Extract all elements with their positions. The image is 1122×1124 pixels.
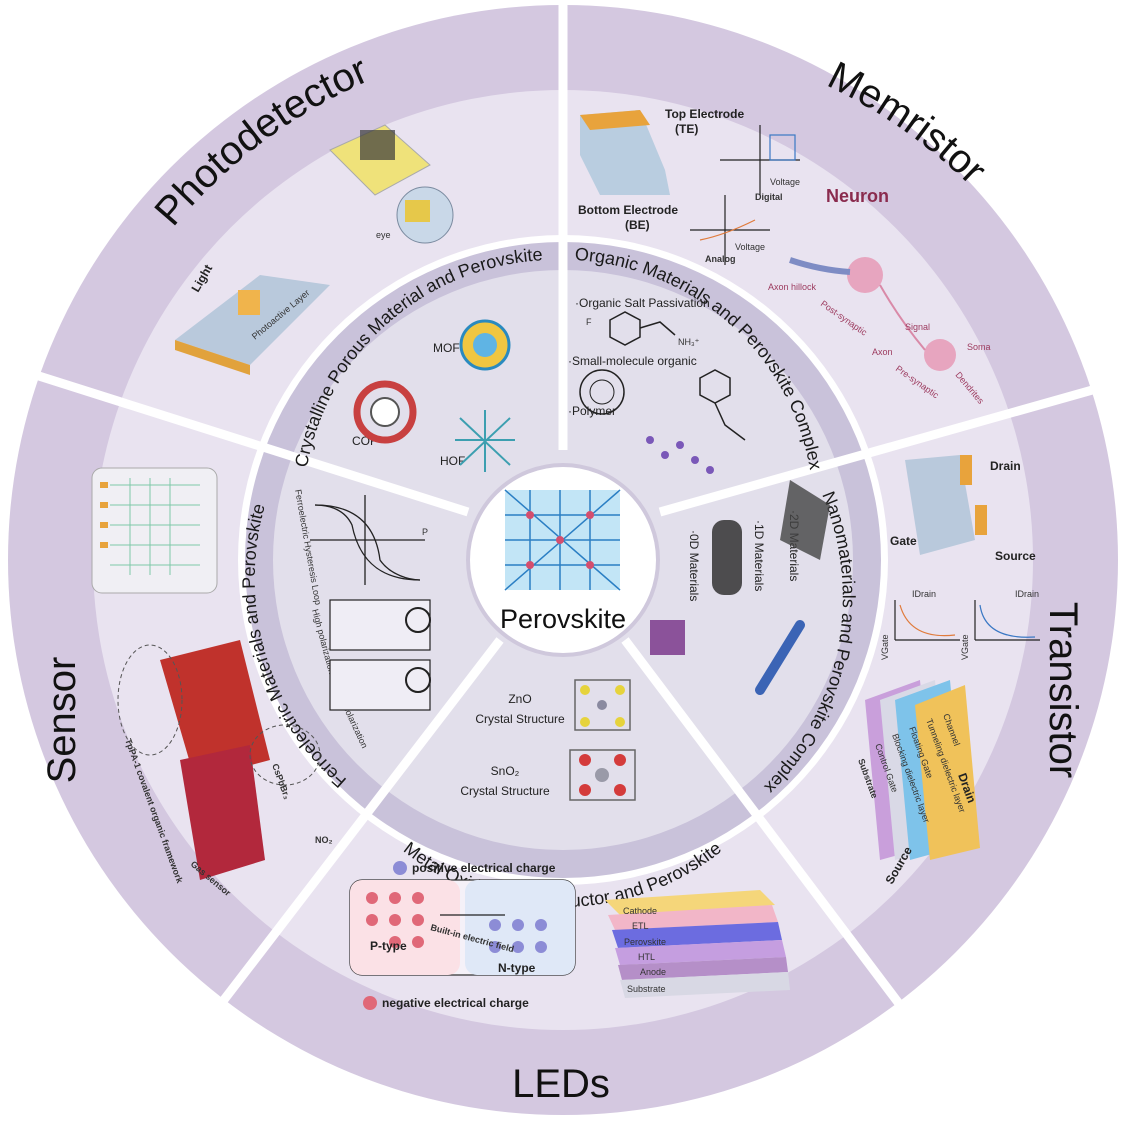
- center-label: Perovskite: [500, 604, 626, 634]
- organic-chem-fluorine: F: [586, 317, 592, 327]
- organic-panel: ·Organic Salt Passivation ·Small-molecul…: [568, 296, 746, 474]
- nanotube-illustration: [712, 520, 742, 595]
- transfer-curve-1: [894, 600, 960, 641]
- porous-item-mof: MOF: [433, 341, 460, 355]
- zno-label-1: ZnO: [508, 692, 531, 706]
- analog-iv-curve: [690, 195, 770, 265]
- outer-label-transistor: Transistor: [1041, 602, 1085, 778]
- led-perovskite-label: Perovskite: [624, 937, 666, 947]
- leds-n-type-label: N-type: [498, 961, 536, 975]
- led-anode-label: Anode: [640, 967, 666, 977]
- transistor-drain-label: Drain: [990, 459, 1021, 473]
- hysteresis-loop-illustration: [310, 495, 425, 585]
- transistor-gate-label: Gate: [890, 534, 917, 548]
- neuron-axon: Axon: [872, 347, 893, 357]
- sensor-no2-label: NO₂: [315, 835, 333, 845]
- polymer-chain-illustration: [646, 436, 714, 474]
- ferro-crystal-illustration: [329, 599, 431, 711]
- benzene-ring-illustration: [609, 311, 746, 441]
- head-illustration: [396, 186, 454, 244]
- organic-item-salt: ·Organic Salt Passivation: [575, 296, 710, 310]
- memristor-device-illustration: [580, 110, 670, 195]
- memristor-voltage-digital: Voltage: [770, 177, 800, 187]
- transistor-source-label: Source: [995, 549, 1036, 563]
- transistor-idrain-2: IDrain: [1015, 589, 1039, 599]
- transfer-curve-2: [974, 600, 1040, 641]
- outer-label-leds: LEDs: [512, 1062, 610, 1106]
- cof-structure-illustration: [353, 380, 417, 444]
- nano-item-0d: ·0D Materials: [687, 530, 701, 601]
- mof-structure-illustration: [459, 319, 511, 371]
- led-cathode-label: Cathode: [623, 906, 657, 916]
- neuron-soma: Soma: [967, 342, 991, 352]
- center-hub: Perovskite: [466, 463, 660, 657]
- photodetector-device-illustration: [175, 275, 330, 375]
- transistor-vgate-1: VGate: [880, 634, 890, 660]
- sensor-array-illustration: [91, 467, 218, 594]
- nano-item-1d: ·1D Materials: [752, 520, 766, 591]
- nano-panel: ·2D Materials ·1D Materials ·0D Material…: [650, 480, 830, 695]
- perovskite-lattice-illustration: [504, 489, 621, 591]
- transistor-device-illustration: [905, 455, 987, 555]
- transistor-idrain-1: IDrain: [912, 589, 936, 599]
- fullerene-illustration: [579, 369, 625, 415]
- zno-crystal-illustration: [574, 679, 631, 731]
- outer-label-sensor: Sensor: [40, 657, 84, 784]
- memristor-bottom-electrode-abbr: (BE): [625, 218, 650, 232]
- transistor-vgate-2: VGate: [960, 634, 970, 660]
- ferro-axis-p: P: [422, 527, 428, 537]
- neuron-signal: Signal: [905, 322, 930, 332]
- positive-charge-icon: [393, 861, 407, 875]
- neuron-illustration: [789, 257, 956, 371]
- memristor-neuron-title: Neuron: [826, 186, 889, 206]
- negative-charge-icon: [363, 996, 377, 1010]
- led-substrate-label: Substrate: [627, 984, 666, 994]
- organic-item-small-molecule: ·Small-molecule organic: [568, 354, 697, 368]
- zno-label-2: Crystal Structure: [475, 712, 565, 726]
- led-stack-illustration: [605, 890, 790, 998]
- leds-negative-label: negative electrical charge: [382, 996, 529, 1010]
- leds-panel: positive electrical charge Built-in elec…: [349, 861, 790, 1010]
- porous-item-hof: HOF: [440, 454, 465, 468]
- gas-sensor-illustration: [117, 640, 321, 880]
- led-etl-label: ETL: [632, 921, 649, 931]
- graphene-sheet-illustration: [780, 480, 830, 560]
- sno2-label-1: SnO₂: [491, 764, 520, 778]
- photo-eye-label: eye: [376, 230, 391, 240]
- leds-p-type-label: P-type: [370, 939, 407, 953]
- hof-structure-illustration: [455, 410, 515, 472]
- organic-chem-ammonium: NH₃⁺: [678, 337, 700, 347]
- memristor-top-electrode-abbr: (TE): [675, 122, 698, 136]
- sector-separators: [18, 0, 1112, 1008]
- porous-panel: MOF COF HOF: [352, 319, 515, 472]
- pn-junction-illustration: [349, 879, 576, 976]
- fgt-stack-illustration: [865, 680, 980, 860]
- flexible-photodetector-illustration: [329, 124, 431, 196]
- led-htl-label: HTL: [638, 952, 655, 962]
- memristor-analog-label: Analog: [705, 254, 736, 264]
- memristor-voltage-analog: Voltage: [735, 242, 765, 252]
- quantum-dot-illustration: [650, 620, 685, 655]
- sno2-label-2: Crystal Structure: [460, 784, 550, 798]
- memristor-digital-label: Digital: [755, 192, 783, 202]
- separator-right: [658, 380, 1112, 517]
- neuron-axon-hillock: Axon hillock: [768, 282, 817, 292]
- separator-bottom-left: [216, 637, 504, 1008]
- sno2-crystal-illustration: [569, 749, 636, 801]
- leds-positive-label: positive electrical charge: [412, 861, 556, 875]
- digital-iv-curve: [720, 125, 800, 195]
- separator-bottom-right: [621, 637, 904, 1008]
- memristor-bottom-electrode: Bottom Electrode: [578, 203, 678, 217]
- transistor-panel: Drain Source Gate IDrain VGate IDrain VG…: [856, 455, 1040, 887]
- metal-oxide-panel: ZnO Crystal Structure SnO₂ Crystal Struc…: [460, 679, 636, 801]
- nanowire-illustration: [755, 620, 805, 695]
- memristor-top-electrode: Top Electrode: [665, 107, 744, 121]
- separator-left: [18, 365, 470, 517]
